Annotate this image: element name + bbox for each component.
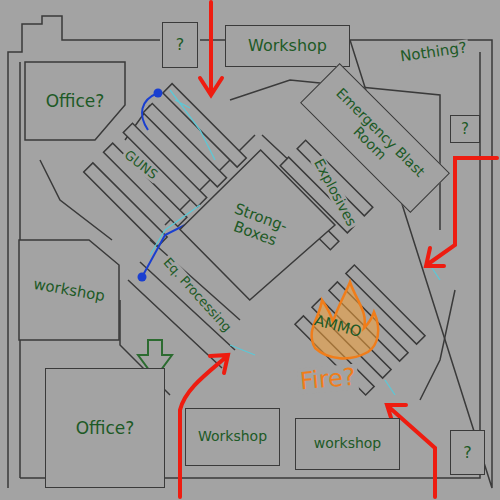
shelf [163,84,246,167]
area-label: Fire? [297,363,359,394]
room: ? [162,22,198,68]
outer-wall [8,16,492,488]
room: ? [450,115,480,143]
route-dot [138,273,147,282]
entry-arrows [180,2,497,497]
room: Strong-Boxes [180,150,335,300]
room-label: workshop [312,435,384,452]
room-label: Office? [74,418,137,439]
shelf [103,143,186,226]
room: workshop [295,418,400,470]
room-label: ? [459,120,471,139]
room-label: Workshop [196,428,269,445]
area-label: Nothing? [397,39,470,65]
room: ? [450,430,485,475]
room-label: ? [174,35,187,55]
fire-symbol [312,282,379,358]
room: Workshop [185,408,280,466]
room: workshop [19,240,119,340]
room-label: ? [461,443,474,463]
room-label: Office? [44,91,107,112]
room-label: Workshop [246,36,329,56]
room: Office? [25,62,125,140]
route-dot [154,89,163,98]
room: Office? [45,368,165,488]
room: Workshop [225,25,350,67]
